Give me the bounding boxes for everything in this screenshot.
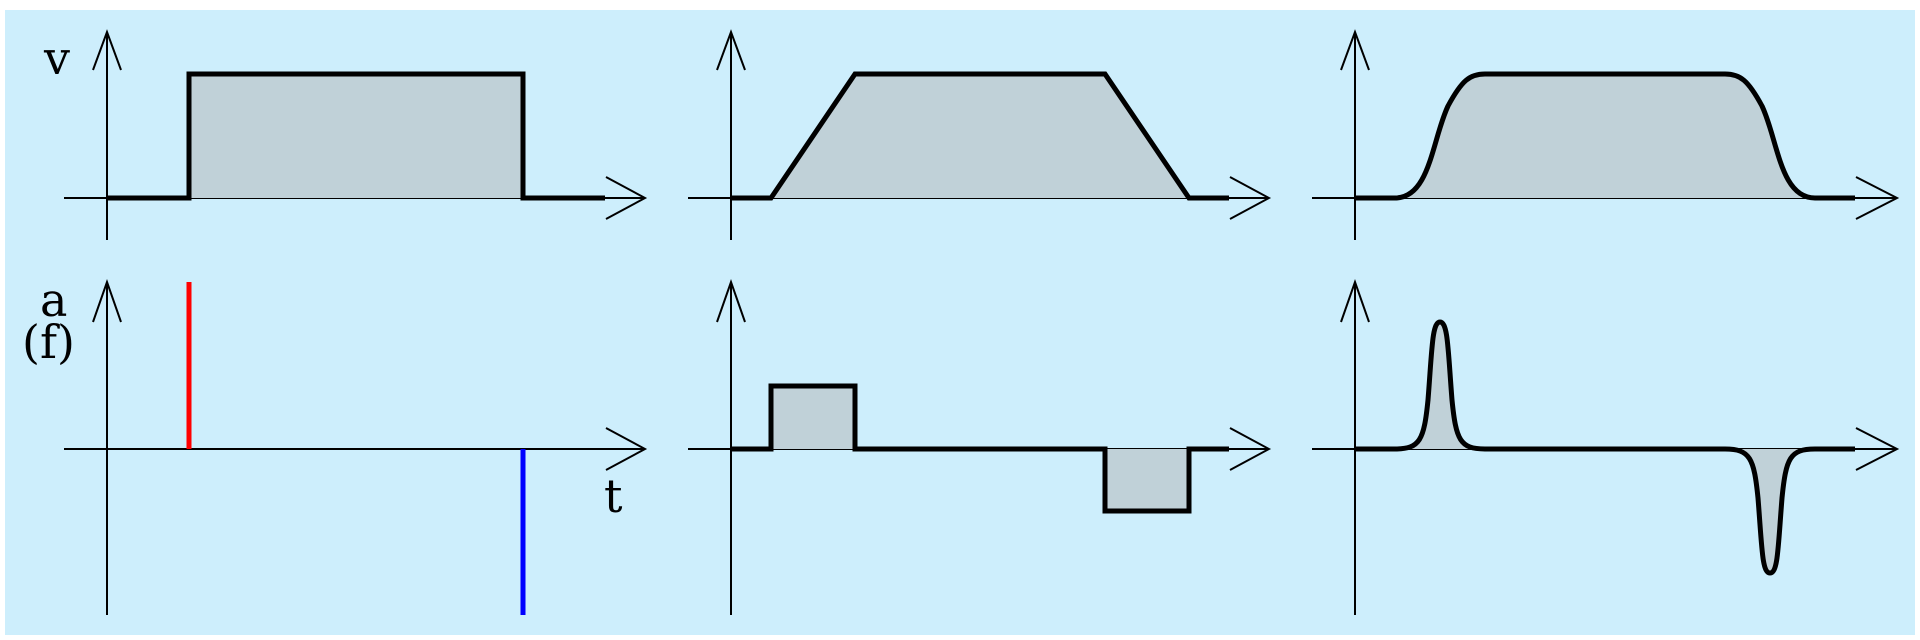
column3-acceleration-curve xyxy=(1355,319,1855,576)
force-label: (f) xyxy=(22,315,75,369)
column2-velocity-curve xyxy=(731,71,1229,201)
time-label: t xyxy=(604,469,623,523)
column3-velocity-curve xyxy=(1355,71,1855,201)
column1-velocity-area xyxy=(189,74,523,198)
column2-acceleration-curve xyxy=(731,383,1229,514)
column2-negative-pulse-area xyxy=(1105,449,1189,511)
column1-acceleration-axes xyxy=(64,278,648,615)
column2-positive-pulse-area xyxy=(771,386,855,449)
column3-velocity-area xyxy=(1395,74,1815,198)
column3-positive-bell-area xyxy=(1395,322,1485,449)
column2-velocity-area xyxy=(771,74,1189,198)
acceleration-label: a xyxy=(40,273,67,327)
column1-velocity-curve xyxy=(107,71,605,201)
velocity-label: v xyxy=(43,31,70,85)
column3-negative-bell-area xyxy=(1725,449,1815,573)
